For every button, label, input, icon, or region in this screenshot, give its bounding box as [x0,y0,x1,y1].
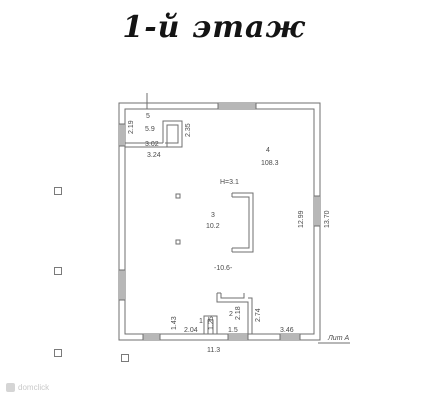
window-right [314,195,320,227]
dim-346: 3.46 [280,327,294,334]
room-4-number: 4 [266,147,270,154]
marker-box-3 [54,349,62,357]
room-5-area: 5.9 [145,126,155,133]
room-1-number: 1 [199,318,203,325]
room-5-number: 5 [146,113,150,120]
column-1 [175,193,181,199]
lit-label: Лит А [327,335,349,342]
stair-wall [231,192,254,253]
dim-302: 3.02 [145,141,159,148]
window-bottom-3 [279,334,301,340]
dim-235: 2.35 [185,123,192,137]
marker-box-4 [121,354,129,362]
dim-113: 11.3 [207,347,220,354]
window-bottom-2 [227,334,249,340]
room-4-area: 108.3 [261,160,279,167]
house-icon [6,383,15,392]
window-left-1 [119,123,125,147]
dim-324: 3.24 [147,152,161,159]
room-2-number: 2 [229,311,233,318]
watermark-text: domclick [18,383,50,392]
dim-15: 1.5 [228,327,238,334]
outer-wall-inner [124,108,315,335]
window-left-2 [119,269,125,301]
dim-143: 1.43 [171,316,178,330]
room-5-walls [125,120,183,148]
outer-wall-outer [118,102,321,341]
marker-box-1 [54,187,62,195]
dim-106: -10.6- [214,265,233,272]
ceiling-height: H=3.1 [220,179,239,186]
dim-218: 2.18 [235,306,242,320]
floor-title: 1-й этаж [122,10,306,45]
room-1-walls [203,315,218,334]
dim-274: 2.74 [255,308,262,322]
column-2 [175,239,181,245]
room-3-number: 3 [211,212,215,219]
watermark: domclick [6,383,49,392]
marker-box-2 [54,267,62,275]
dim-204: 2.04 [184,327,198,334]
dim-1370: 13.70 [324,210,331,228]
room-2-walls [216,292,253,334]
room-1-area: 1.25 [208,316,215,330]
window-top [217,103,257,109]
room-3-area: 10.2 [206,223,220,230]
dim-219: 2.19 [128,120,135,134]
window-bottom-1 [142,334,161,340]
dim-1299: 12.99 [298,210,305,228]
